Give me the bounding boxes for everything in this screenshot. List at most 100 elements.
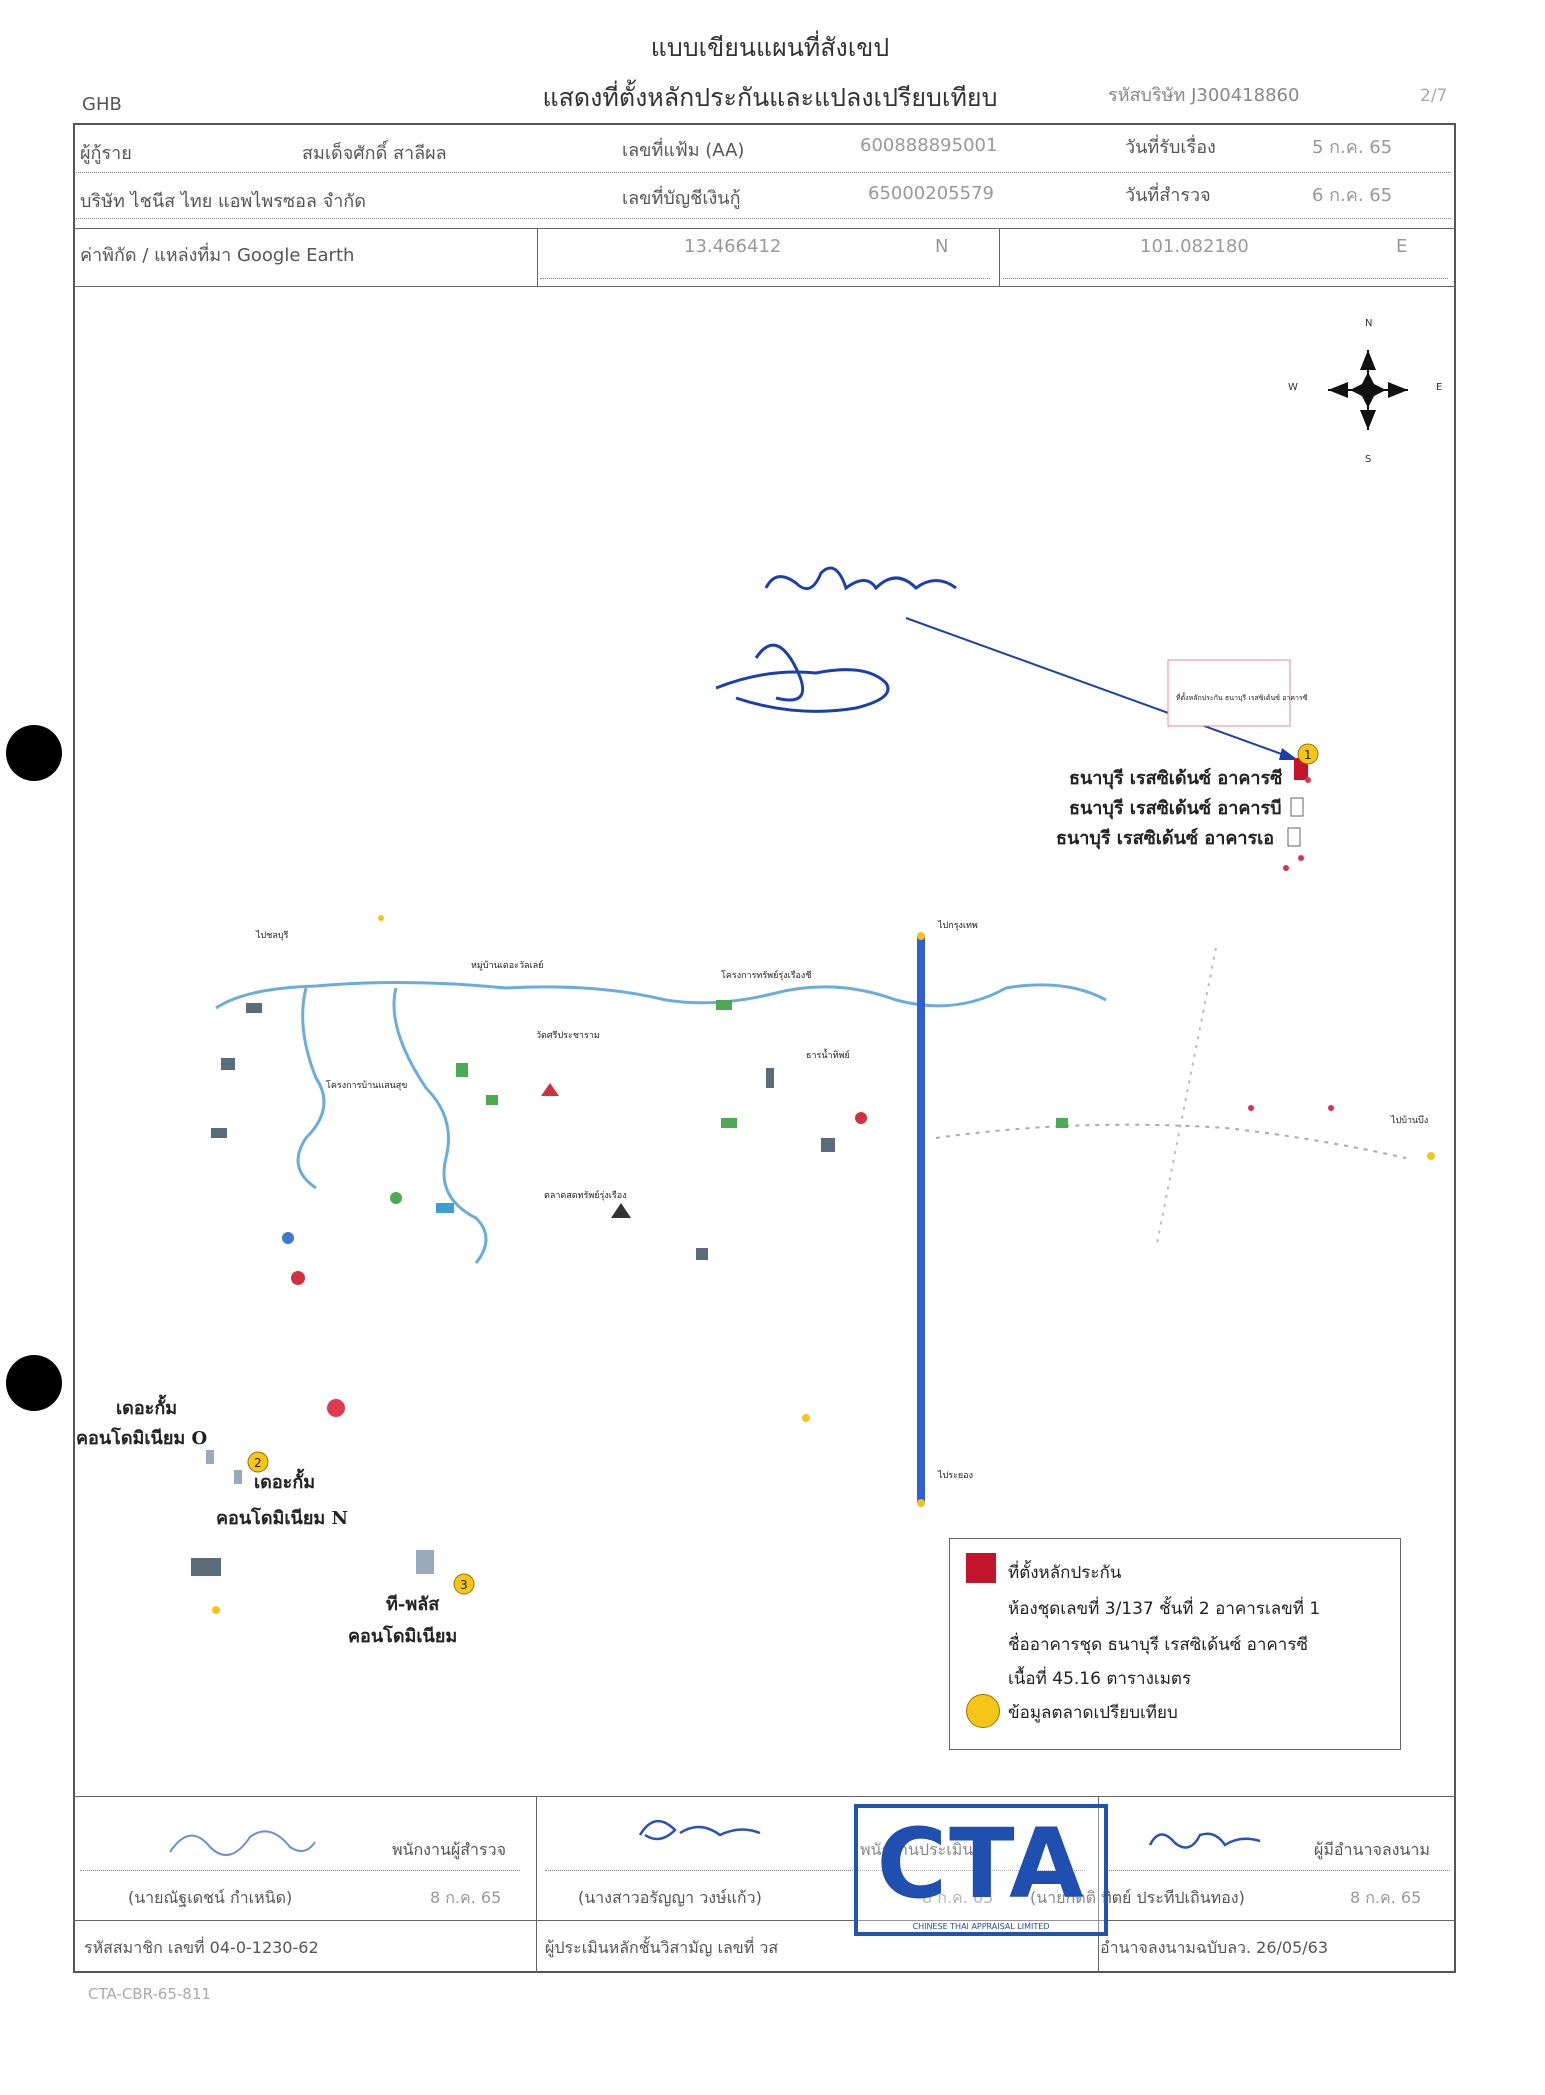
account-label: เลขที่บัญชีเงินกู้ — [622, 188, 741, 209]
legend-line1: ห้องชุดเลขที่ 3/137 ชั้นที่ 2 อาคารเลขที… — [1008, 1599, 1321, 1619]
punch-hole-bottom — [6, 1355, 62, 1411]
approver-signature — [1148, 1832, 1261, 1849]
comp2-label-b: คอนโดมิเนียม O — [76, 1427, 207, 1449]
divider — [73, 286, 1456, 287]
compass-s: S — [1365, 454, 1371, 465]
company-stamp: CTA CHINESE THAI APPRAISAL LIMITED — [854, 1804, 1108, 1936]
poi-label: ไปบ้านบึง — [1390, 1115, 1428, 1126]
building-a-label: ธนาบุรี เรสซิเด้นซ์ อาคารเอ — [1056, 827, 1274, 850]
document-ref: CTA-CBR-65-811 — [88, 1985, 211, 2003]
divider — [537, 228, 538, 286]
longitude-dir: E — [1396, 236, 1408, 257]
document-frame — [73, 123, 1456, 1973]
divider — [76, 172, 1451, 173]
borrower-label: ผู้กู้ราย — [80, 143, 132, 164]
divider — [73, 1796, 1456, 1797]
page-subtitle: แสดงที่ตั้งหลักประกันและแปลงเปรียบเทียบ — [542, 83, 998, 112]
file-no: 600888895001 — [860, 135, 998, 156]
location-map: N S E W ที่ตั้งหลักประกัน ธนาบุรี เรสซิเ… — [76, 318, 1442, 1647]
surveyor-name: (นายณัฐเดชน์ กำเหนิด) — [128, 1888, 293, 1907]
poi-label: โครงการทรัพย์รุ่งเรืองชี — [721, 969, 811, 981]
legend-line2: ชื่ออาคารชุด ธนาบุรี เรสซิเด้นซ์ อาคารซี — [1008, 1635, 1309, 1655]
divider — [545, 1870, 1085, 1871]
surveyor-signature — [169, 1830, 316, 1856]
poi-label: ธารน้ำทิพย์ — [806, 1048, 850, 1061]
org-label: GHB — [82, 94, 122, 115]
appraiser-date: 8 ก.ค. 65 — [922, 1888, 994, 1907]
subject-callout: ที่ตั้งหลักประกัน ธนาบุรี เรสซิเด้นซ์ อา… — [1176, 691, 1308, 702]
received-date: 5 ก.ค. 65 — [1312, 137, 1393, 158]
building-c-label: ธนาบุรี เรสซิเด้นซ์ อาคารซี — [1069, 767, 1282, 790]
pointer-arrow — [905, 617, 1299, 761]
divider — [73, 228, 1456, 229]
poi-label: วัดศรีประชาราม — [536, 1030, 600, 1041]
file-no-label: เลขที่แฟ้ม (AA) — [622, 140, 745, 161]
compass-w: W — [1288, 382, 1298, 393]
borrower-name: สมเด็จศักดิ์ สาลีผล — [302, 143, 447, 164]
river — [392, 987, 488, 1264]
svg-text:3: 3 — [460, 1578, 468, 1592]
river — [215, 980, 1107, 1010]
latitude: 13.466412 — [684, 236, 782, 257]
received-label: วันที่รับเรื่อง — [1125, 137, 1216, 158]
comp-marker-2: 2 — [247, 1451, 269, 1473]
divider — [1105, 1870, 1450, 1871]
divider — [80, 1870, 520, 1871]
surveyor-role: พนักงานผู้สำรวจ — [392, 1840, 506, 1859]
poi-label: ไปชลบุรี — [255, 930, 289, 941]
map-icons — [191, 915, 1435, 1614]
poi-label: ไปกรุงเทพ — [937, 920, 978, 931]
poi-label: หมู่บ้านเดอะวัลเลย์ — [471, 959, 543, 971]
account-no: 65000205579 — [868, 183, 994, 204]
divider — [1098, 1796, 1099, 1973]
comp-legend-swatch — [966, 1694, 1000, 1728]
building-b-label: ธนาบุรี เรสซิเด้นซ์ อาคารบี — [1069, 797, 1282, 820]
page-title: แบบเขียนแผนที่สังเขป — [650, 33, 890, 62]
comp2-label-d: คอนโดมิเนียม N — [216, 1507, 348, 1529]
company-name: บริษัท ไชนีส ไทย แอพไพรซอล จำกัด — [80, 191, 366, 212]
compass-icon: N S E W — [1288, 318, 1442, 465]
compass-e: E — [1436, 382, 1442, 393]
approver-authority: อำนาจลงนามฉบับลว. 26/05/63 — [1100, 1938, 1329, 1957]
approver-role: ผู้มีอำนาจลงนาม — [1314, 1840, 1430, 1859]
secondary-road — [1155, 947, 1217, 1249]
comp3-label-a: ที-พลัส — [386, 1594, 440, 1615]
secondary-road — [935, 1123, 1407, 1159]
comp-marker-1: 1 — [1297, 743, 1319, 765]
appraiser-role: พนักงานประเมิน — [860, 1840, 974, 1859]
legend-comp-title: ข้อมูลตลาดเปรียบเทียบ — [1008, 1703, 1178, 1723]
approver-name: (นายกิตติ ทิตย์ ประทีปเถินทอง) — [1030, 1888, 1245, 1907]
punch-hole-top — [6, 725, 62, 781]
divider — [76, 218, 1451, 219]
svg-text:2: 2 — [254, 1456, 262, 1470]
appraiser-name: (นางสาวอรัญญา วงษ์แก้ว) — [578, 1888, 762, 1907]
appraiser-license: ผู้ประเมินหลักชั้นวิสามัญ เลขที่ วส — [545, 1938, 779, 1957]
divider — [536, 1796, 537, 1973]
divider — [1003, 278, 1448, 279]
subject-legend-swatch — [966, 1553, 996, 1583]
surveyor-date: 8 ก.ค. 65 — [430, 1888, 502, 1907]
divider — [540, 278, 990, 279]
survey-label: วันที่สำรวจ — [1125, 185, 1211, 206]
page-number: 2/7 — [1420, 86, 1448, 106]
approver-date: 8 ก.ค. 65 — [1350, 1888, 1422, 1907]
poi-label: โครงการบ้านแสนสุข — [326, 1080, 407, 1091]
svg-text:1: 1 — [1304, 748, 1312, 762]
appraiser-signature — [638, 1820, 761, 1841]
compass-n: N — [1365, 318, 1372, 329]
comp2-label-c: เดอะกั้ม — [254, 1468, 315, 1493]
handwritten-signature — [715, 566, 957, 713]
latitude-dir: N — [935, 236, 949, 257]
map-legend: ที่ตั้งหลักประกัน ห้องชุดเลขที่ 3/137 ชั… — [949, 1538, 1401, 1750]
comp-marker-3: 3 — [453, 1573, 475, 1595]
comp3-label-b: คอนโดมิเนียม — [348, 1625, 457, 1647]
survey-date: 6 ก.ค. 65 — [1312, 185, 1393, 206]
divider — [73, 1920, 1456, 1921]
divider — [999, 228, 1000, 286]
company-code: รหัสบริษัท J300418860 — [1108, 85, 1300, 106]
poi-label: ตลาดสดทรัพย์รุ่งเรือง — [544, 1189, 627, 1201]
legend-line3: เนื้อที่ 45.16 ตารางเมตร — [1008, 1669, 1192, 1689]
coord-label: ค่าพิกัด / แหล่งที่มา Google Earth — [80, 245, 355, 266]
surveyor-member: รหัสสมาชิก เลขที่ 04-0-1230-62 — [84, 1938, 319, 1957]
longitude: 101.082180 — [1140, 236, 1249, 257]
